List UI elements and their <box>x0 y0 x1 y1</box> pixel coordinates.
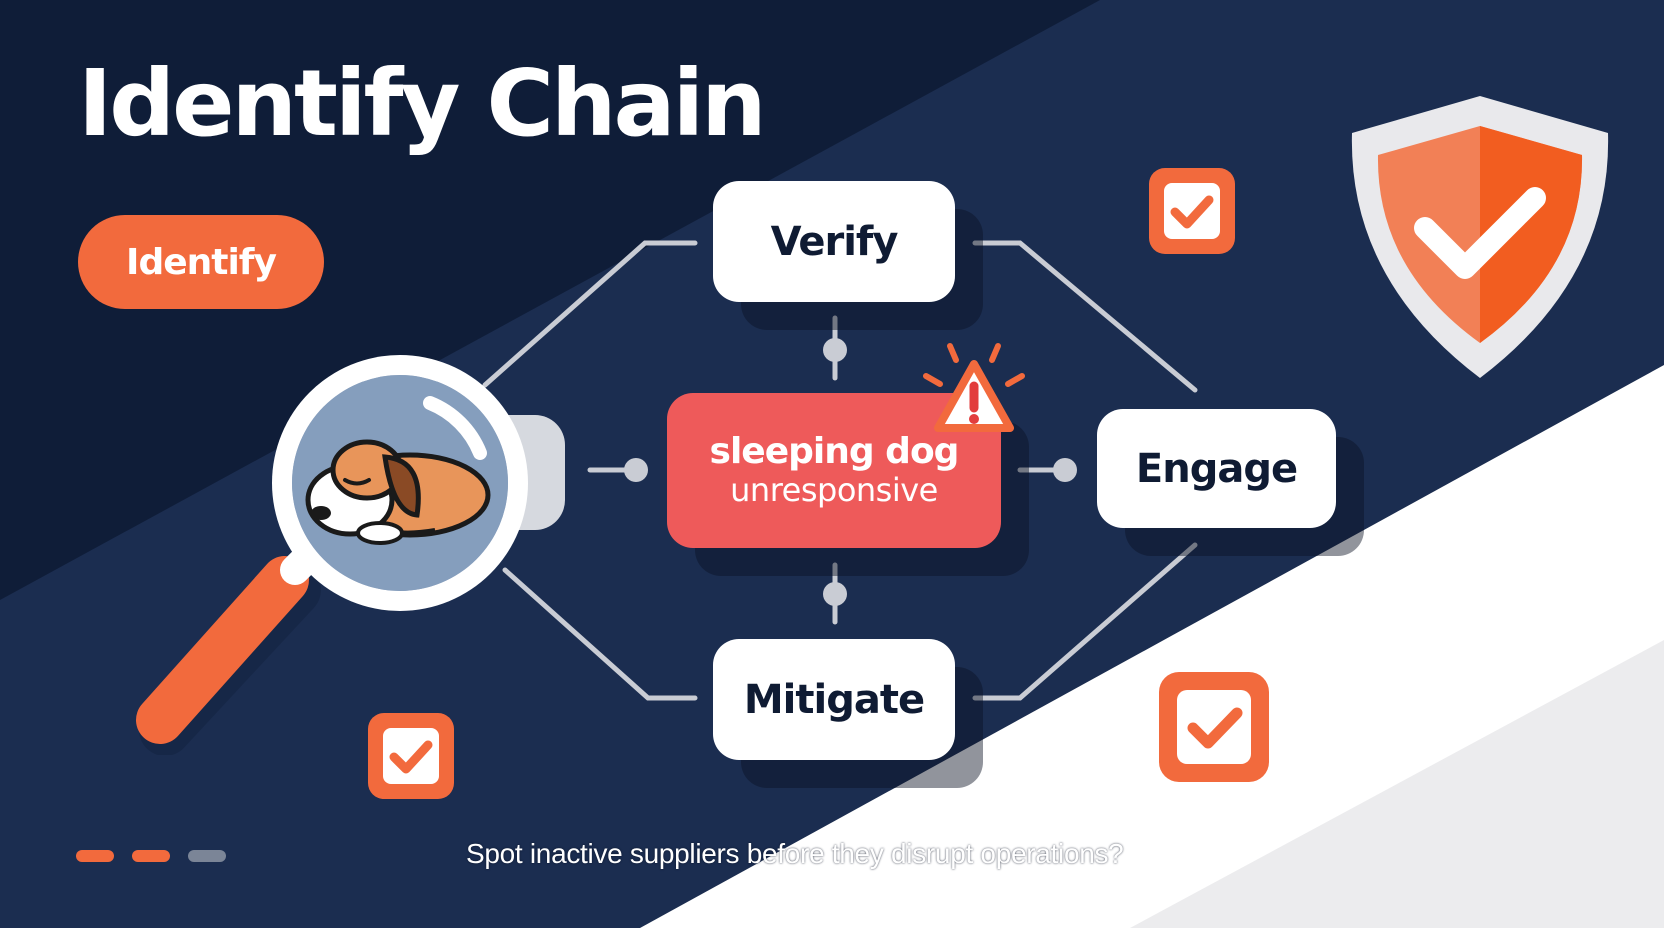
center-node-subtitle: unresponsive <box>730 471 938 510</box>
verify-node[interactable]: Verify <box>713 181 955 302</box>
sleeping-dog-icon <box>305 439 491 545</box>
checkbox-icon <box>1159 672 1269 782</box>
page-title: Identify Chain <box>78 50 767 157</box>
magnifier-icon <box>136 355 565 755</box>
center-node-title: sleeping dog <box>709 430 960 472</box>
mitigate-node[interactable]: Mitigate <box>713 639 955 760</box>
shield-check-icon <box>1351 96 1609 378</box>
warning-icon <box>923 343 1025 432</box>
checkbox-icon <box>368 713 454 799</box>
engage-node[interactable]: Engage <box>1097 409 1336 528</box>
progress-indicator <box>76 850 226 862</box>
checkbox-icon <box>1149 168 1235 254</box>
caption-text: Spot inactive suppliers before they disr… <box>466 838 1124 869</box>
identify-pill: Identify <box>78 215 324 309</box>
